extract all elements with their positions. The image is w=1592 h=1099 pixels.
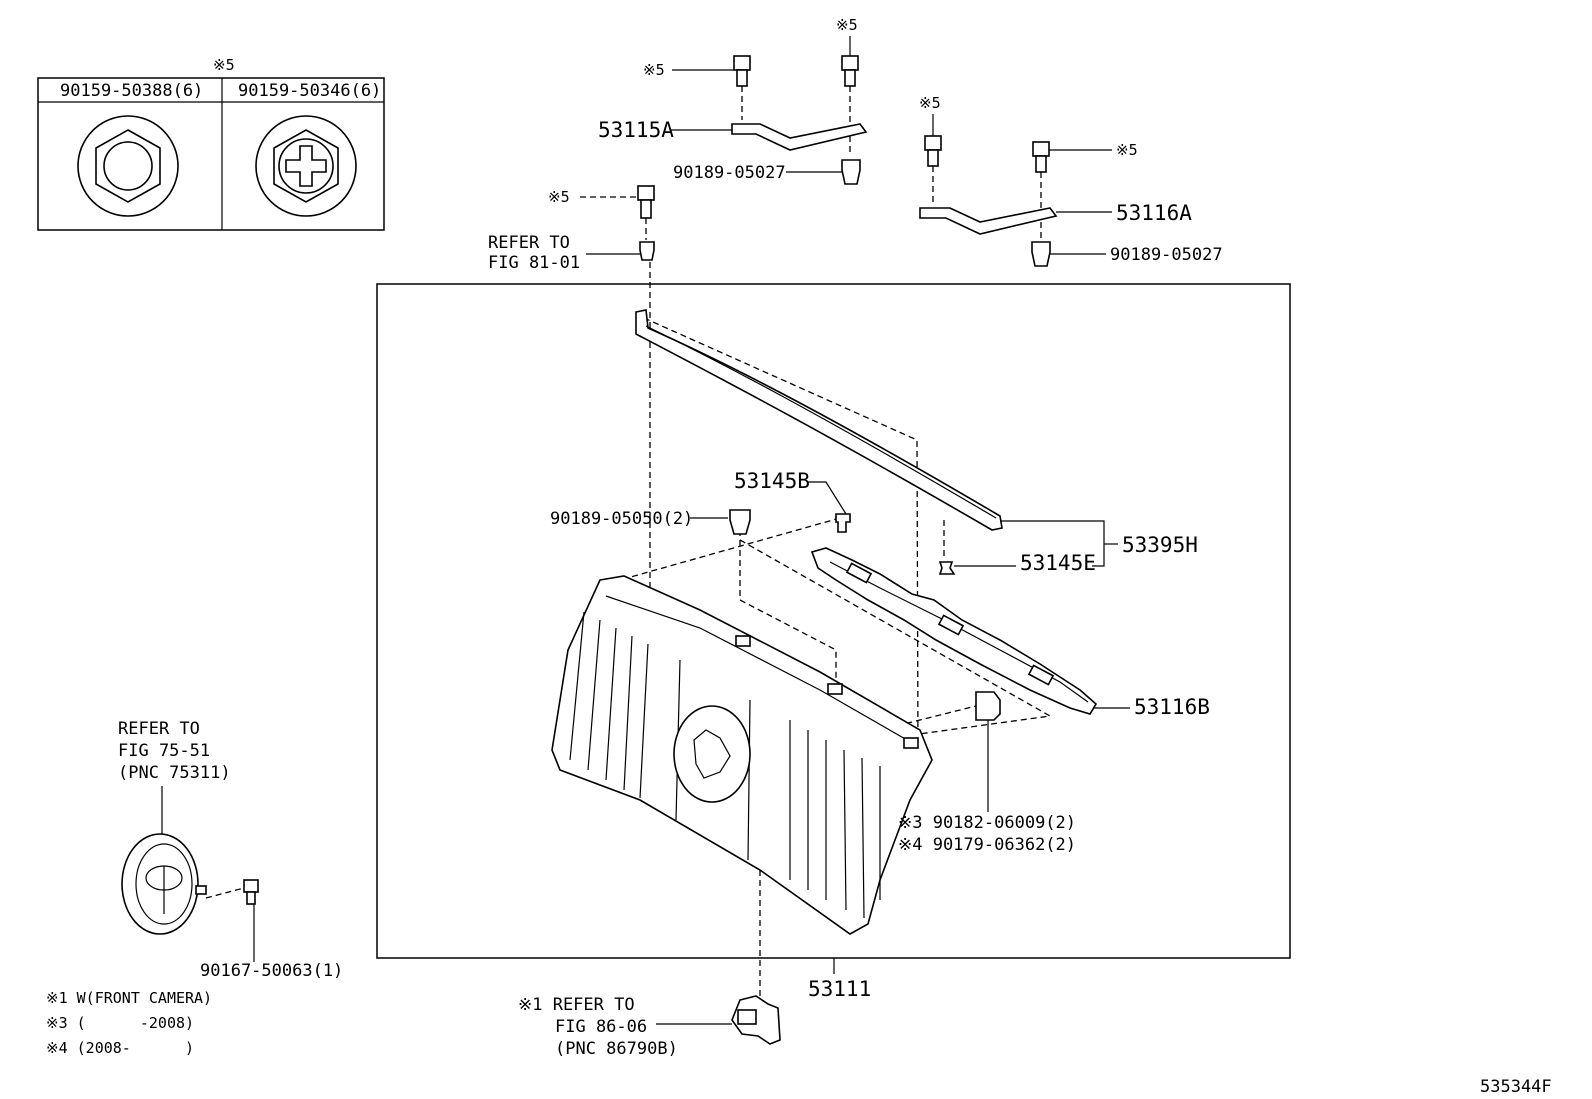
fastener-table-frame bbox=[37, 77, 385, 231]
label-53145b: 53145B bbox=[734, 469, 810, 493]
clip-icon bbox=[841, 159, 861, 185]
emblem-assembly: 90167-50063(1) REFER TO FIG 75-51 (PNC 7… bbox=[118, 719, 343, 981]
label-note-5: ※5 bbox=[836, 16, 858, 34]
toyota-emblem-icon bbox=[121, 833, 199, 935]
label-refer-to: REFER TO bbox=[488, 233, 570, 253]
bracket-53116a bbox=[919, 207, 1058, 235]
fastener-part-number: 90159-50346(6) bbox=[238, 81, 381, 101]
label-53395h: 53395H bbox=[1122, 533, 1198, 557]
bolt-icon bbox=[924, 135, 942, 167]
bracket-53115a bbox=[731, 123, 868, 151]
screw-icon bbox=[243, 879, 259, 905]
hex-nut-icon bbox=[77, 115, 179, 217]
label-pnc-86790b: (PNC 86790B) bbox=[555, 1039, 678, 1059]
label-note-5: ※5 bbox=[548, 188, 570, 206]
label-clip-90189-05050: 90189-05050(2) bbox=[550, 509, 693, 529]
label-refer-fig-81-01: FIG 81-01 bbox=[488, 253, 580, 273]
label-note-5: ※5 bbox=[1116, 141, 1138, 159]
label-note3-90182-06009: ※3 90182-06009(2) bbox=[898, 813, 1076, 833]
radiator-grille-53111 bbox=[551, 575, 933, 935]
lower-bracket-53116b bbox=[810, 547, 1098, 715]
center-bolt-assembly: ※5 REFER TO FIG 81-01 bbox=[488, 185, 655, 273]
bolt-icon bbox=[841, 55, 859, 87]
label-53111: 53111 bbox=[808, 977, 871, 1001]
label-refer-fig-75-51: FIG 75-51 bbox=[118, 741, 210, 761]
footnote-3: ※3 ( -2008) bbox=[46, 1014, 194, 1032]
phillips-nut-icon bbox=[255, 115, 357, 217]
bolt-icon bbox=[733, 55, 751, 87]
clip-icon bbox=[639, 241, 655, 261]
label-53145e: 53145E bbox=[1020, 551, 1096, 575]
fastener-table-note: ※5 bbox=[213, 56, 235, 74]
label-refer-fig-86-06: FIG 86-06 bbox=[555, 1017, 647, 1037]
label-53116a: 53116A bbox=[1116, 201, 1192, 225]
label-pnc-75311: (PNC 75311) bbox=[118, 763, 231, 783]
label-screw-90167-50063: 90167-50063(1) bbox=[200, 961, 343, 981]
fastener-part-number: 90159-50388(6) bbox=[60, 81, 203, 101]
fastener-table: ※5 90159-50388(6) 90159-50346(6) bbox=[37, 56, 385, 231]
bracket-53115a-assembly: ※5 ※5 53115A 90189-05027 bbox=[598, 16, 868, 185]
footnote-1: ※1 W(FRONT CAMERA) bbox=[46, 989, 212, 1007]
label-refer-to: REFER TO bbox=[118, 719, 200, 739]
clip-icon bbox=[1031, 241, 1051, 267]
label-53116b: 53116B bbox=[1134, 695, 1210, 719]
label-note-5: ※5 bbox=[919, 94, 941, 112]
clip-icon bbox=[729, 509, 751, 535]
bolt-icon bbox=[1032, 141, 1050, 173]
label-53115a: 53115A bbox=[598, 118, 674, 142]
clip-53145e bbox=[938, 561, 956, 575]
label-clip-90189-05027: 90189-05027 bbox=[1110, 245, 1223, 265]
label-clip-90189-05027: 90189-05027 bbox=[673, 163, 786, 183]
label-refer-to-camera: ※1 REFER TO bbox=[518, 995, 635, 1015]
front-camera-bracket bbox=[731, 995, 781, 1045]
clip-53145b bbox=[835, 513, 851, 533]
upper-moulding-53395h bbox=[635, 309, 1003, 531]
retainer-icon bbox=[975, 691, 1001, 721]
bolt-icon bbox=[637, 185, 655, 219]
footnote-4: ※4 (2008- ) bbox=[46, 1039, 194, 1057]
bracket-53116a-assembly: ※5 ※5 53116A 90189-05027 bbox=[919, 94, 1223, 267]
label-note4-90179-06362: ※4 90179-06362(2) bbox=[898, 835, 1076, 855]
label-note-5: ※5 bbox=[643, 61, 665, 79]
figure-code: 535344F bbox=[1480, 1077, 1552, 1097]
grille-emblem-mount bbox=[673, 705, 751, 803]
